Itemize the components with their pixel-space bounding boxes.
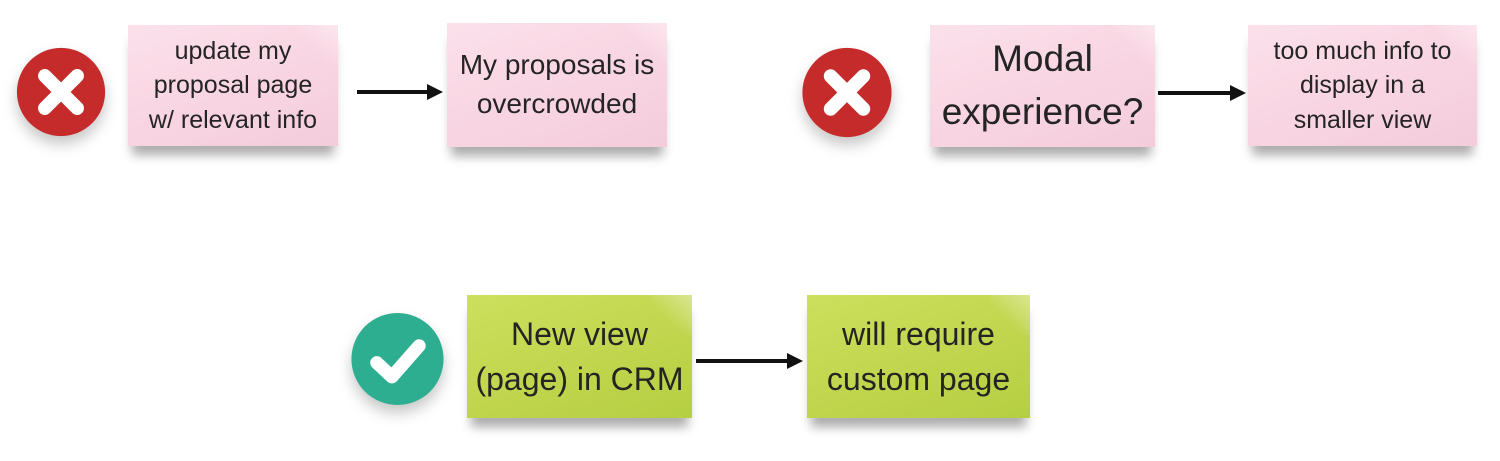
sticky-note-text: update my proposal page w/ relevant info xyxy=(148,36,318,134)
arrow-shaft xyxy=(357,90,427,94)
sticky-note-text: too much info to display in a smaller vi… xyxy=(1273,36,1452,134)
sticky-note-text: My proposals is overcrowded xyxy=(459,49,655,119)
arrow-shaft xyxy=(696,359,787,363)
arrow-shaft xyxy=(1158,91,1230,95)
arrow-connector xyxy=(1158,85,1246,101)
arrow-connector xyxy=(696,353,803,369)
sticky-note-custom-page[interactable]: will require custom page xyxy=(807,295,1030,418)
sticky-note-text: New view (page) in CRM xyxy=(475,316,684,397)
sticky-note-new-view-crm[interactable]: New view (page) in CRM xyxy=(467,295,692,418)
sticky-note-modal-experience[interactable]: Modal experience? xyxy=(930,25,1155,147)
arrow-connector xyxy=(357,84,443,100)
arrow-head-icon xyxy=(787,353,803,369)
sticky-note-update-proposal[interactable]: update my proposal page w/ relevant info xyxy=(128,25,338,146)
sticky-note-text: will require custom page xyxy=(826,316,1011,397)
check-circle-icon[interactable] xyxy=(350,312,445,406)
x-circle-icon[interactable] xyxy=(16,46,106,138)
x-circle-icon[interactable] xyxy=(801,47,893,138)
arrow-head-icon xyxy=(1230,85,1246,101)
sticky-note-too-much-info[interactable]: too much info to display in a smaller vi… xyxy=(1248,25,1477,146)
arrow-head-icon xyxy=(427,84,443,100)
sticky-note-text: Modal experience? xyxy=(941,38,1144,132)
sticky-note-proposals-overcrowded[interactable]: My proposals is overcrowded xyxy=(447,23,667,147)
